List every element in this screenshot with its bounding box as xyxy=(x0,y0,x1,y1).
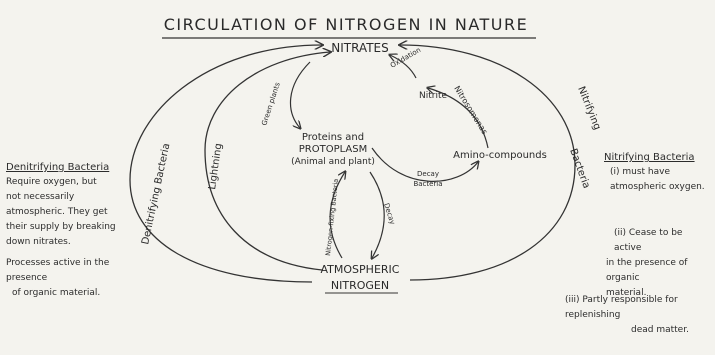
arrow-decay-bacteria xyxy=(371,147,478,182)
left-notes-heading: Denitrifying Bacteria xyxy=(6,162,110,173)
right-note-ii-line2: dead matter. xyxy=(631,325,689,335)
left-notes-line6: Processes active in the presence xyxy=(6,258,110,283)
arrow-lightning xyxy=(204,52,330,271)
label-nitrogen-fixing: Nitrogen-fixing Bacteria xyxy=(324,178,340,256)
node-proteins-line3: (Animal and plant) xyxy=(291,157,375,167)
left-notes-line3: atmospheric. They get xyxy=(6,207,108,217)
arrow-decay xyxy=(369,171,385,258)
label-bacteria-right: Bacteria xyxy=(567,147,592,190)
right-note-i-line2: in the presence of organic xyxy=(606,258,688,283)
right-notes-line2: atmospheric oxygen. xyxy=(610,182,705,192)
left-notes-line2: not necessarily xyxy=(6,192,75,202)
right-note-i-line3: material. xyxy=(606,288,647,298)
label-lightning: Lightning xyxy=(207,143,224,191)
label-nitrifying: Nitrifying xyxy=(575,85,602,132)
node-proteins-line1: Proteins and xyxy=(302,132,364,143)
label-green-plants: Green plants xyxy=(260,81,282,127)
label-decay-bacteria-2: Bacteria xyxy=(413,180,442,188)
node-atmospheric-line2: NITROGEN xyxy=(331,279,389,292)
label-decay-bacteria-1: Decay xyxy=(417,170,439,178)
right-note-ii-line1: (iii) Partly responsible for replenishin… xyxy=(565,295,678,320)
arrow-denitrification-outer xyxy=(129,45,322,283)
right-note-ii: (iii) Partly responsible for replenishin… xyxy=(565,293,715,338)
node-atmospheric-line1: ATMOSPHERIC xyxy=(321,263,400,276)
left-notes-line7: of organic material. xyxy=(12,288,101,298)
diagram-title: CIRCULATION OF NITROGEN IN NATURE xyxy=(164,15,529,34)
label-oxidation: Oxidation xyxy=(389,46,422,70)
left-notes-line5: down nitrates. xyxy=(6,237,71,247)
right-notes: Nitrifying Bacteria (i) must have atmosp… xyxy=(604,150,710,195)
left-notes-line1: Require oxygen, but xyxy=(6,177,97,187)
arrow-green-plants xyxy=(289,61,311,128)
right-notes-heading: Nitrifying Bacteria xyxy=(604,152,695,163)
left-notes-line4: their supply by breaking xyxy=(6,222,116,232)
arrow-oxidation xyxy=(390,55,417,79)
right-notes-line1: (i) must have xyxy=(610,167,671,177)
node-nitrates: NITRATES xyxy=(331,41,389,55)
arrow-nitrifying-outer xyxy=(400,45,576,281)
left-notes: Denitrifying Bacteria Require oxygen, bu… xyxy=(6,160,146,301)
right-note-i-line1: (ii) Cease to be active xyxy=(614,228,683,253)
label-nitrosomonas: Nitrosomonas xyxy=(452,84,489,136)
right-note-i: (ii) Cease to be active in the presence … xyxy=(606,226,712,301)
label-nitrite: Nitrite xyxy=(419,91,447,101)
node-amino-compounds: Amino-compounds xyxy=(453,150,547,161)
arrow-nitrogen-fixing xyxy=(329,172,345,259)
node-proteins-line2: PROTOPLASM xyxy=(299,144,367,155)
arrow-nitrosomonas xyxy=(428,88,489,149)
